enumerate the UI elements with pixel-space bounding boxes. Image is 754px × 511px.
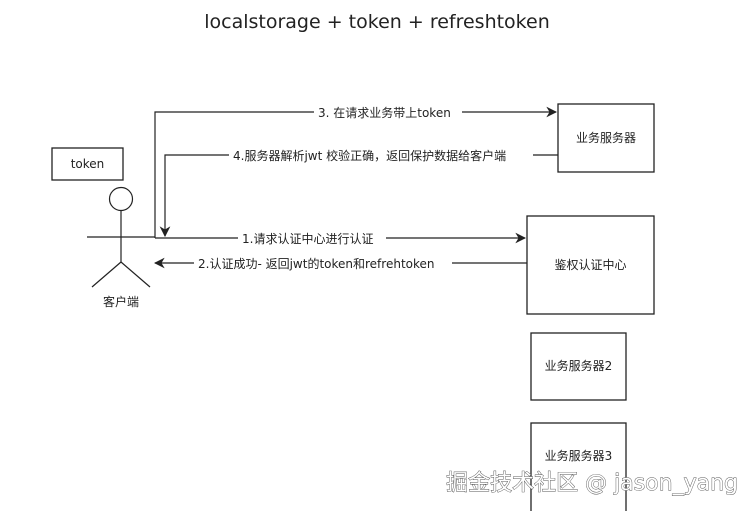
token-box-label: token (71, 157, 105, 171)
arrow-step3-label: 3. 在请求业务带上token (318, 105, 451, 120)
business-server-box: 业务服务器 (557, 103, 655, 173)
auth-center-label: 鉴权认证中心 (554, 257, 626, 272)
arrow-step4: 4.服务器解析jwt 校验正确，返回保护数据给客户端 (159, 147, 558, 238)
business-server-3-box: 业务服务器3 (530, 422, 627, 511)
arrow-step4-label: 4.服务器解析jwt 校验正确，返回保护数据给客户端 (233, 148, 506, 163)
arrow-step2: 2.认证成功- 返回jwt的token和refrehtoken (153, 255, 527, 271)
auth-center-box: 鉴权认证中心 (526, 215, 655, 315)
business-server-3-label: 业务服务器3 (545, 448, 613, 463)
client-actor-label: 客户端 (103, 294, 139, 309)
business-server-2-label: 业务服务器2 (545, 358, 613, 373)
business-server-2-box: 业务服务器2 (530, 332, 627, 401)
arrow-step1-label: 1.请求认证中心进行认证 (242, 231, 373, 246)
watermark-text: 掘金技术社区 @ jason_yang (446, 471, 738, 496)
token-box: token (51, 147, 124, 181)
client-actor: 客户端 (87, 186, 155, 309)
arrow-step3: 3. 在请求业务带上token (154, 104, 558, 238)
diagram-title: localstorage + token + refreshtoken (204, 11, 550, 33)
arrow-step1: 1.请求认证中心进行认证 (155, 230, 527, 246)
arrow-step2-label: 2.认证成功- 返回jwt的token和refrehtoken (198, 256, 435, 271)
business-server-label: 业务服务器 (576, 130, 636, 145)
